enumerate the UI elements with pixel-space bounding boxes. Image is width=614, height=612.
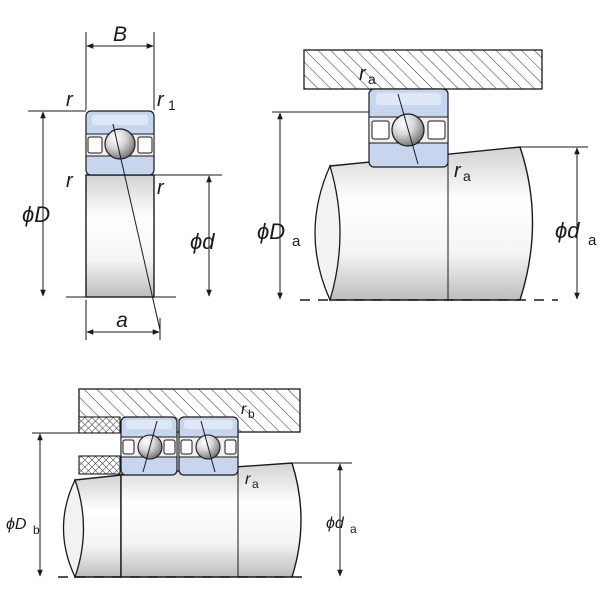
housing-fillet-label: r xyxy=(241,401,247,418)
ball-icon xyxy=(104,128,136,160)
chamfer-label-right-mid: r xyxy=(157,177,165,199)
shaft-fillet-label: r xyxy=(454,160,462,182)
housing-diameter-label: ϕD xyxy=(257,219,285,244)
bearing-bore-body xyxy=(85,174,155,298)
chamfer-label-left-mid: r xyxy=(66,170,74,192)
housing-diameter-label: ϕD xyxy=(6,516,27,533)
bearing-dimension-view: B ϕD ϕd a r r 1 r r xyxy=(22,23,222,340)
chamfer-label-right-top-sub: 1 xyxy=(168,97,176,113)
mounted-bearing xyxy=(368,88,449,168)
shaft-fillet-sub: a xyxy=(252,477,259,491)
width-label: B xyxy=(113,23,127,46)
shaft-diameter-sub: a xyxy=(588,232,597,249)
bore-diameter-label: ϕd xyxy=(190,229,215,254)
outer-spacer xyxy=(78,416,121,434)
housing-diameter-sub: a xyxy=(292,233,301,250)
chamfer-label-right-top: r xyxy=(157,89,165,111)
shaft-fillet-label: r xyxy=(245,471,251,488)
single-mounting-view: ϕD a ϕd a r a r a xyxy=(257,49,597,302)
shaft-end-face xyxy=(314,164,341,302)
contact-point-label: a xyxy=(116,309,128,332)
contact-angle-line xyxy=(112,123,161,331)
bearing-cross-section xyxy=(85,110,155,176)
chamfer-label-left-top: r xyxy=(66,89,74,111)
paired-bearing-right xyxy=(178,416,239,476)
shaft-body xyxy=(120,462,302,578)
shaft-diameter-label: ϕd xyxy=(555,218,580,243)
shaft-diameter-label: ϕd xyxy=(326,515,345,532)
housing-shoulder xyxy=(303,49,543,90)
shaft-body xyxy=(329,146,534,301)
inner-spacer xyxy=(78,455,121,475)
housing-diameter-sub: b xyxy=(33,523,40,537)
shaft-end-face xyxy=(62,478,85,579)
paired-bearing-left xyxy=(120,416,178,476)
housing-fillet-sub: b xyxy=(248,407,255,421)
shaft-diameter-sub: a xyxy=(350,522,357,536)
outer-diameter-label: ϕD xyxy=(22,202,50,227)
housing-fillet-label: r xyxy=(359,63,367,85)
housing-fillet-sub: a xyxy=(368,71,376,87)
paired-mounting-view: ϕD b ϕd a r b r a xyxy=(6,388,357,579)
shaft-fillet-sub: a xyxy=(463,168,471,184)
